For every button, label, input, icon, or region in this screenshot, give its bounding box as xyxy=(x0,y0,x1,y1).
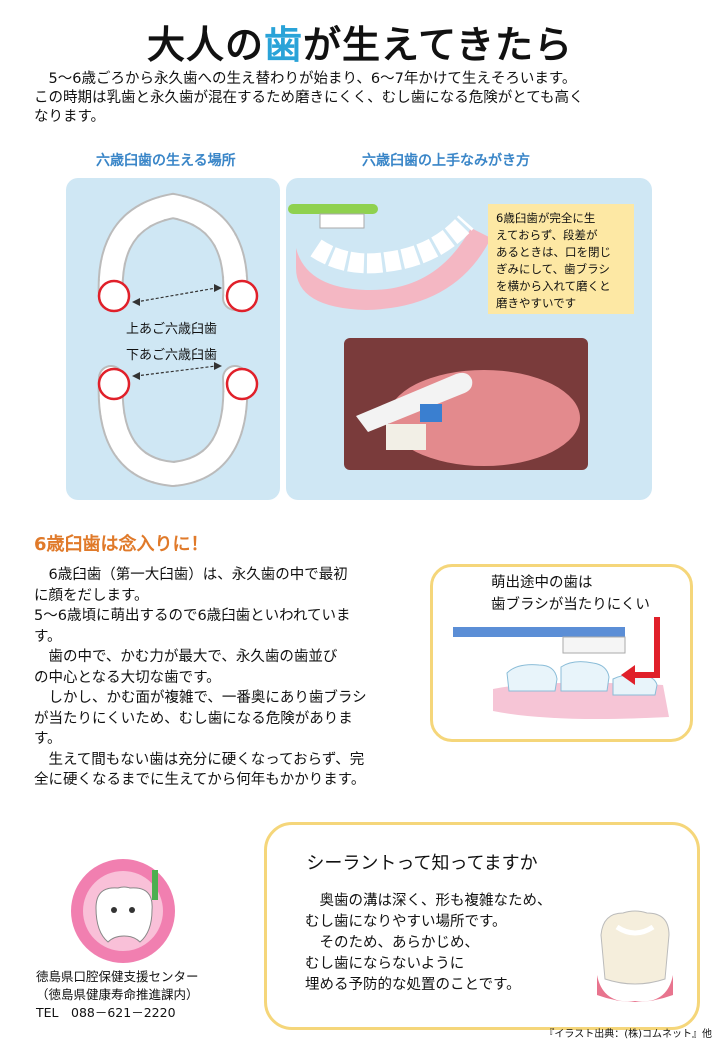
upper-left-molar-marker xyxy=(97,279,131,313)
footer-contact: 徳島県口腔保健支援センター （徳島県健康寿命推進課内） TEL 088－621－… xyxy=(36,968,199,1022)
lower-left-molar-marker xyxy=(97,367,131,401)
callout-line: えておらず、段差が xyxy=(496,228,598,242)
brushing-illustration xyxy=(288,204,588,470)
body-line: に顔をだします。 xyxy=(34,587,149,604)
gum-shape xyxy=(296,228,491,310)
sealed-molar-illustration xyxy=(597,910,673,1002)
upper-molar-label: 上あご六歳臼歯 xyxy=(126,322,218,337)
illustration-credit: 『イラスト出典：(株)コムネット』他 xyxy=(544,1029,712,1040)
intro-line: 5～6歳ごろから永久歯への生え替わりが始まり、6～7年かけて生えそろいます。 xyxy=(34,71,577,87)
photo-bristles xyxy=(420,404,442,422)
callout-line: を横から入れて磨くと xyxy=(496,279,611,293)
section-heading: 6歳臼歯は念入りに！ xyxy=(34,534,209,555)
toothbrush-bristles xyxy=(319,213,365,229)
body-line: が当たりにくいため、むし歯になる危険がありま xyxy=(34,710,353,727)
body-line: 全に硬くなるまでに生えてから何年もかかります。 xyxy=(34,772,366,788)
body-line: 歯の中で、かむ力が最大で、永久歯の歯並び xyxy=(34,649,338,665)
body-line: す。 xyxy=(34,731,62,747)
mascot-tooth xyxy=(95,886,153,943)
mascot-toothbrush xyxy=(152,870,158,900)
sealant-line: むし歯になりやすい場所です。 xyxy=(305,914,507,930)
photo-toothbrush xyxy=(356,372,473,432)
intro-paragraph: 5～6歳ごろから永久歯への生え替わりが始まり、6～7年かけて生えそろいます。 こ… xyxy=(34,70,694,127)
lower-right-molar-marker xyxy=(225,367,259,401)
sealant-text: 奥歯の溝は深く、形も複雑なため、 むし歯になりやすい場所です。 そのため、あらか… xyxy=(305,891,605,996)
brush-handle xyxy=(453,627,625,637)
body-line: 6歳臼歯（第一大臼歯）は、永久歯の中で最初 xyxy=(34,567,348,583)
upper-teeth xyxy=(99,194,247,309)
title-part-1: 大人の xyxy=(147,23,265,67)
brush-bristles xyxy=(562,636,626,654)
left-panel-heading: 六歳臼歯の生える場所 xyxy=(96,153,236,169)
intro-line: なります。 xyxy=(34,109,106,125)
upper-right-molar-marker xyxy=(225,279,259,313)
erupting-tooth-illustration xyxy=(453,617,669,719)
molar-location-panel: 上あご六歳臼歯 下あご六歳臼歯 xyxy=(66,178,280,500)
sealant-title: シーラントって知ってますか xyxy=(306,853,538,874)
footer-org: 徳島県口腔保健支援センター xyxy=(36,969,199,984)
intro-line: この時期は乳歯と永久歯が混在するため磨きにくく、むし歯になる危険がとても高く xyxy=(34,90,584,106)
footer-dept: （徳島県健康寿命推進課内） xyxy=(36,987,199,1002)
callout-line: 磨きやすいです xyxy=(496,296,577,310)
sealant-line: 奥歯の溝は深く、形も複雑なため、 xyxy=(305,893,552,909)
brushing-tip-callout: 6歳臼歯が完全に生 えておらず、段差が あるときは、口を閉じ ぎみにして、歯ブラ… xyxy=(488,204,634,314)
callout-line: あるときは、口を閉じ xyxy=(496,245,611,259)
brushing-method-panel: 6歳臼歯が完全に生 えておらず、段差が あるときは、口を閉じ ぎみにして、歯ブラ… xyxy=(286,178,652,500)
teeth-row xyxy=(310,215,474,274)
sealant-box: シーラントって知ってますか 奥歯の溝は深く、形も複雑なため、 むし歯になりやすい… xyxy=(264,822,700,1030)
sealant-line: そのため、あらかじめ、 xyxy=(305,935,479,951)
body-line: 生えて間もない歯は充分に硬くなっておらず、完 xyxy=(34,751,365,768)
body-line: しかし、かむ面が複雑で、一番奥にあり歯ブラシ xyxy=(34,690,367,706)
callout-line: ぎみにして、歯ブラシ xyxy=(496,262,610,276)
red-arrow-shaft xyxy=(633,617,660,678)
erupting-line: 萌出途中の歯は xyxy=(491,575,593,591)
page-title: 大人の歯が生えてきたら xyxy=(0,14,720,69)
dental-arch-illustration xyxy=(97,192,259,488)
right-panel-heading: 六歳臼歯の上手なみがき方 xyxy=(362,153,530,169)
title-highlight: 歯 xyxy=(264,23,304,67)
erupting-line: 歯ブラシが当たりにくい xyxy=(491,597,650,613)
molar-description: 6歳臼歯（第一大臼歯）は、永久歯の中で最初 に顔をだします。 5～6歳頃に萌出す… xyxy=(34,565,426,791)
lower-molar-label: 下あご六歳臼歯 xyxy=(126,348,218,363)
body-line: 5～6歳頃に萌出するので6歳臼歯といわれていま xyxy=(34,608,351,624)
title-part-2: が生えてきたら xyxy=(303,23,573,67)
tooth-1 xyxy=(506,664,558,692)
tooth-mascot xyxy=(71,859,175,963)
lower-teeth xyxy=(99,367,247,486)
molar-teeth xyxy=(386,424,426,450)
tooth-2 xyxy=(560,661,610,692)
tongue xyxy=(388,370,580,466)
callout-line: 6歳臼歯が完全に生 xyxy=(496,211,596,225)
sealant-line: むし歯にならないように xyxy=(305,956,465,972)
toothbrush-handle-green xyxy=(288,204,378,214)
body-line: す。 xyxy=(34,628,62,645)
body-line: の中心となる大切な歯です。 xyxy=(34,669,221,686)
footer-tel: TEL 088－621－2220 xyxy=(36,1005,176,1020)
molar-crown xyxy=(600,910,670,985)
erupting-tooth-box: 萌出途中の歯は 歯ブラシが当たりにくい xyxy=(430,564,693,742)
sealant-line: 埋める予防的な処置のことです。 xyxy=(305,977,521,993)
red-arrow-head xyxy=(621,665,635,685)
